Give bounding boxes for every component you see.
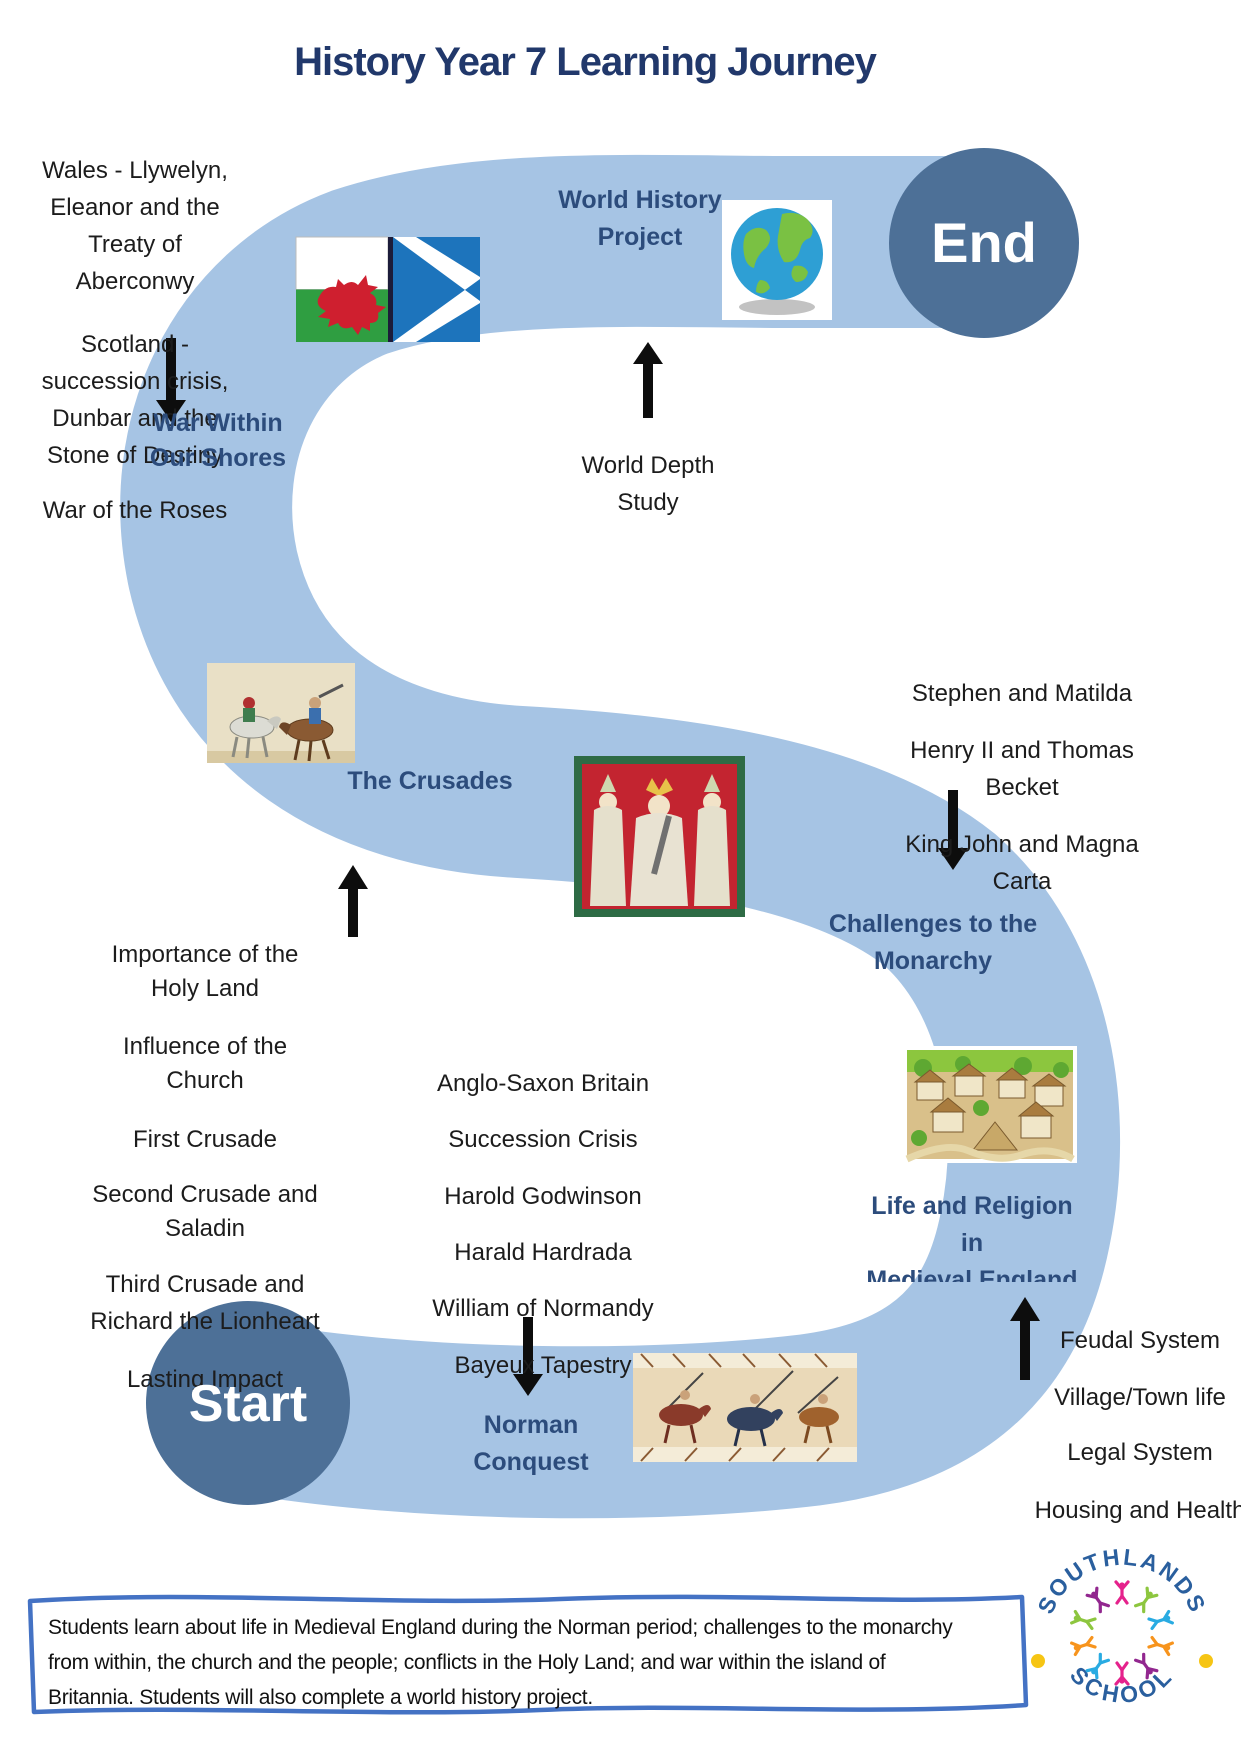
arrow-down-icon [156, 338, 186, 422]
school-logo: SOUTHLANDS SCHOOL [1031, 1544, 1213, 1708]
topic-village-town-life: Village/Town life [1054, 1384, 1226, 1411]
start-node [146, 1301, 350, 1505]
page-title: History Year 7 Learning Journey [294, 40, 877, 84]
topic-stephen-matilda: Stephen and Matilda [911, 680, 1133, 707]
stage-life-and-religion: Life and Religion in Medieval England [866, 1192, 1078, 1294]
welsh-scottish-flags-image [295, 236, 480, 342]
medieval-village-image [903, 1046, 1077, 1163]
stage-world-history-project: World History Project [558, 186, 722, 251]
topic-harold-godwinson: Harold Godwinson [444, 1183, 642, 1210]
topic-first-crusade: First Crusade [132, 1126, 278, 1153]
topic-william-of-normandy: William of Normandy [432, 1295, 654, 1322]
arrow-down-icon [513, 1317, 543, 1396]
arrow-down-icon [938, 790, 968, 870]
crusader-knights-image [207, 663, 355, 763]
logo-arc-top-text: SOUTHLANDS [1032, 1544, 1209, 1618]
end-label: End [931, 211, 1037, 274]
arrow-up-icon [633, 342, 663, 418]
topic-wales: Wales - Llywelyn,Eleanor and the Treaty … [42, 157, 228, 295]
topic-war-of-the-roses: War of the Roses [42, 497, 228, 524]
topic-bayeux-tapestry: Bayeux Tapestry [454, 1352, 632, 1379]
topic-legal-system: Legal System [1067, 1439, 1213, 1466]
globe-image [722, 200, 832, 320]
topic-scotland: Scotland -succession crisis, Dunbar and … [41, 331, 229, 469]
stage-war-within-our-shores: War Within Our Shores [149, 409, 287, 472]
welsh-dragon-icon [317, 275, 386, 335]
logo-dot-left [1031, 1654, 1045, 1668]
arrow-up-icon [1010, 1297, 1040, 1380]
logo-figures-ring [1070, 1580, 1174, 1686]
saltire-icon [393, 237, 480, 342]
topic-housing-health: Housing and Health [1034, 1497, 1241, 1524]
summary-box-border [27, 1594, 1029, 1715]
bayeux-tapestry-image [633, 1353, 857, 1462]
svg-text:SOUTHLANDS: SOUTHLANDS [1032, 1544, 1212, 1618]
end-node [889, 148, 1079, 338]
stage-the-crusades: The Crusades [347, 767, 513, 795]
topic-lasting-impact: Lasting Impact [126, 1366, 284, 1393]
arrow-up-icon [338, 865, 368, 937]
topic-harald-hardrada: Harald Hardrada [454, 1239, 632, 1266]
summary-text: Students learn about life in Medieval En… [48, 1616, 953, 1709]
start-label: Start [188, 1375, 308, 1433]
logo-dot-right [1199, 1654, 1213, 1668]
medieval-king-image [574, 756, 745, 917]
topic-feudal-system: Feudal System [1059, 1327, 1221, 1354]
topic-world-depth-study: World Depth Study [581, 452, 715, 516]
topic-succession-crisis: Succession Crisis [448, 1126, 638, 1153]
stage-norman-conquest: Norman Conquest [473, 1411, 589, 1476]
topic-anglo-saxon-britain: Anglo-Saxon Britain [436, 1070, 650, 1097]
stage-challenges-to-the-monarchy: Challenges to the Monarchy [828, 910, 1038, 975]
